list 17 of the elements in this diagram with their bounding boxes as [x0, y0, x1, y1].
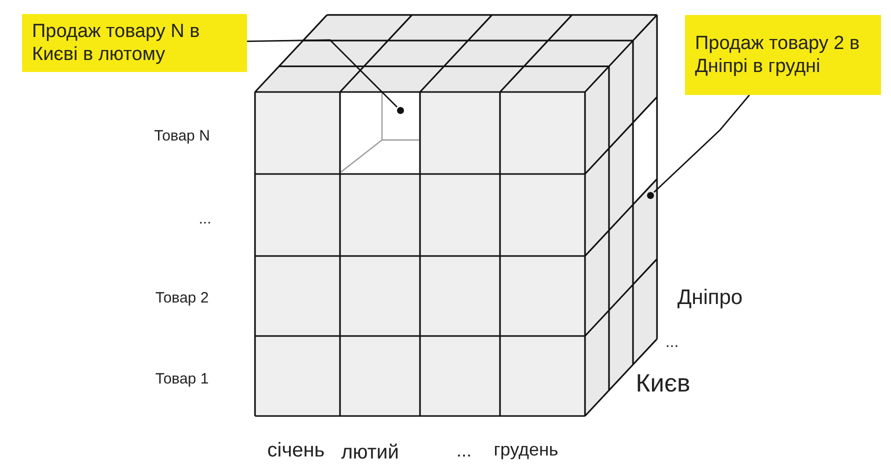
axis-label: ... — [665, 334, 679, 352]
axis-label: ... — [456, 440, 472, 462]
axis-label: Товар N — [154, 128, 210, 144]
axis-label: січень — [267, 440, 325, 462]
callout-box — [22, 14, 247, 72]
axis-label: Дніпро — [677, 286, 743, 310]
axis-label: Києв — [636, 370, 690, 398]
axis-label: грудень — [494, 440, 558, 460]
leader-line — [246, 39, 398, 108]
callout-box — [685, 15, 881, 95]
axis-label: ... — [198, 210, 212, 228]
leader-line — [654, 94, 750, 193]
callout-text: Продаж товару 2 в Дніпрі в грудні — [695, 32, 861, 78]
axis-label: Товар 1 — [155, 370, 209, 388]
axis-label: Товар 2 — [155, 290, 209, 306]
callout-text: Продаж товару N в Києві в лютому — [32, 20, 201, 66]
axis-label: лютий — [341, 442, 399, 464]
